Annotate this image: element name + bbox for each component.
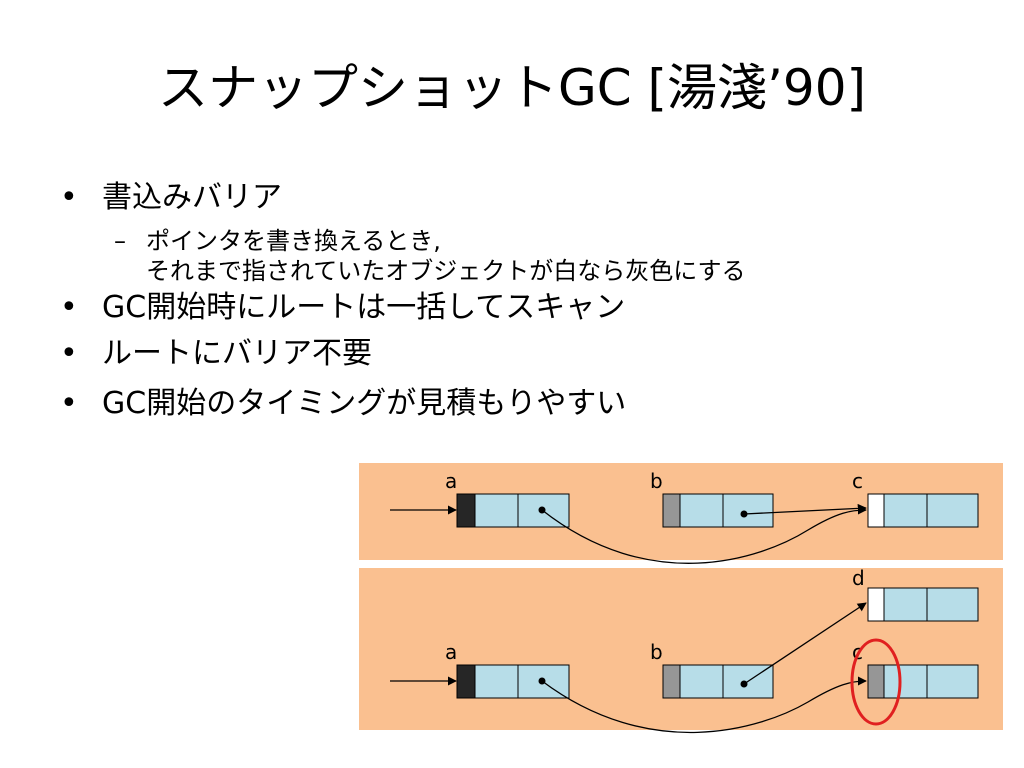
bullet-text: 書込みバリア: [102, 180, 282, 215]
object-field: [679, 493, 724, 528]
object-header-gray: [662, 493, 681, 528]
object-label-a: a: [445, 469, 457, 493]
object-header-gray: [662, 664, 681, 699]
bullet-text: GC開始時にルートは一括してスキャン: [102, 290, 626, 325]
object-label-c: c: [852, 469, 863, 493]
pointer-a-to-c: [541, 676, 867, 734]
slide-title: スナップショットGC [湯淺’90]: [157, 59, 867, 117]
object-c: c: [852, 640, 979, 699]
object-field: [679, 664, 724, 699]
grayed-object-highlight: [850, 638, 902, 726]
object-label-b: b: [650, 640, 663, 664]
object-field: [926, 493, 979, 528]
object-field: [883, 664, 928, 699]
bullet-text: ルートにバリア不要: [102, 336, 372, 371]
bullet-dot: •: [60, 336, 78, 371]
object-field: [926, 587, 979, 622]
object-field: [722, 493, 774, 528]
bullet-list: • 書込みバリア – ポインタを書き換えるとき, それまで指されていたオブジェク…: [60, 178, 1000, 424]
sub-bullet-line-1: ポインタを書き換えるとき,: [146, 227, 441, 255]
object-field: [883, 587, 928, 622]
pointer-b-to-c: [743, 503, 867, 515]
object-label-a: a: [445, 640, 457, 664]
object-label-b: b: [650, 469, 663, 493]
sub-bullet-pointer-update: – ポインタを書き換えるとき, それまで指されていたオブジェクトが白なら灰色にす…: [60, 226, 1000, 286]
object-header-white: [867, 587, 885, 622]
bullet-root-scan: • GC開始時にルートは一括してスキャン: [60, 288, 1000, 328]
bullet-dot: •: [60, 180, 78, 215]
bullet-dot: •: [60, 290, 78, 325]
pointer-b-to-d: [743, 602, 867, 685]
sub-bullet-line-2: それまで指されていたオブジェクトが白なら灰色にする: [146, 257, 746, 285]
bullet-dot: •: [60, 386, 78, 421]
object-header-black: [456, 664, 476, 699]
object-c: c: [852, 469, 979, 528]
object-header-gray: [867, 664, 885, 699]
object-header-white: [867, 493, 885, 528]
object-b: b: [650, 469, 774, 528]
sub-bullet-dash: –: [114, 227, 126, 255]
object-field: [474, 664, 519, 699]
object-d: d: [852, 566, 979, 622]
object-field: [474, 493, 519, 528]
pointer-a-to-c: [541, 505, 867, 564]
object-field: [926, 664, 979, 699]
bullet-write-barrier: • 書込みバリア: [60, 178, 1000, 218]
bullet-gc-timing: • GC開始のタイミングが見積もりやすい: [60, 384, 1000, 424]
object-header-black: [456, 493, 476, 528]
object-label-d: d: [852, 566, 865, 590]
object-field: [883, 493, 928, 528]
bullet-no-root-barrier: • ルートにバリア不要: [60, 334, 1000, 374]
bullet-text: GC開始のタイミングが見積もりやすい: [102, 386, 627, 421]
